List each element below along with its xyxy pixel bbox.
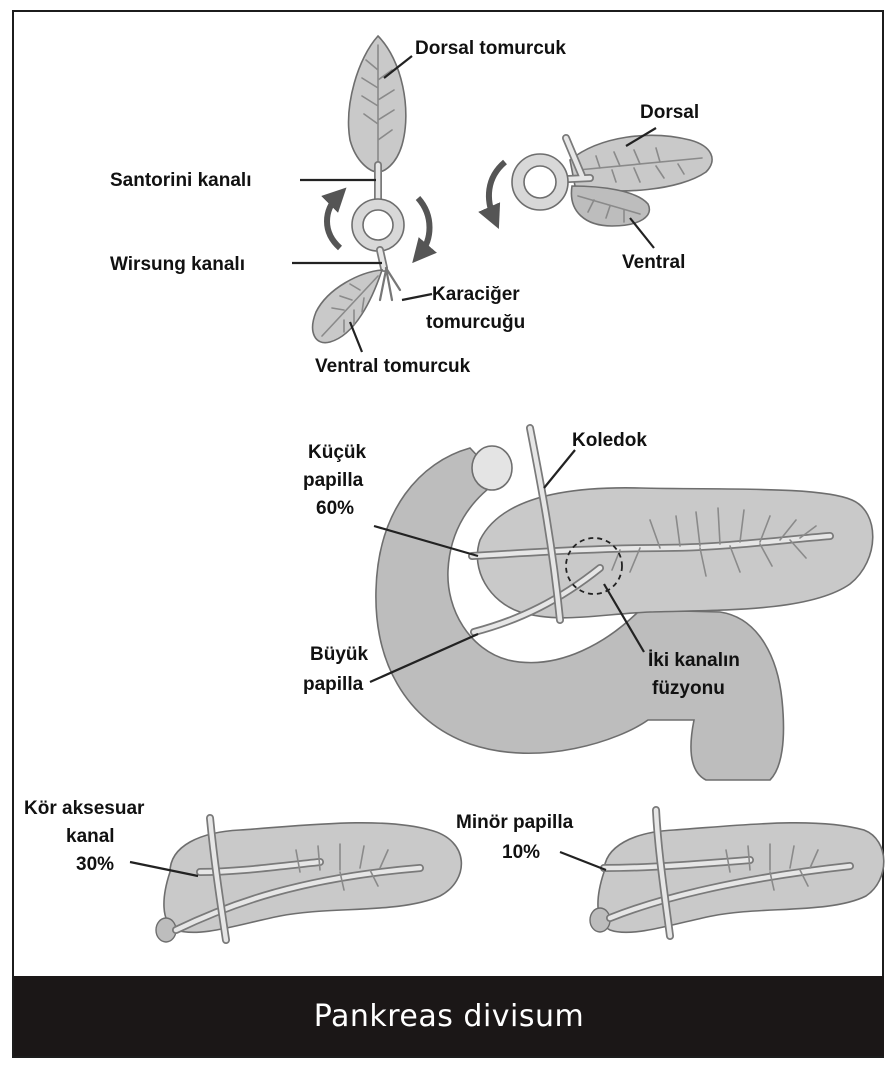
minor-papilla-illustration	[590, 810, 884, 936]
label-santorini-duct: Santorini kanalı	[110, 170, 251, 191]
label-blind-duct-line2: kanal	[66, 826, 115, 847]
title-banner: Pankreas divisum	[14, 976, 884, 1056]
label-major-papilla-line2: papilla	[303, 674, 364, 695]
label-blind-duct-pct: 30%	[76, 854, 114, 875]
label-rotated-ventral: Ventral	[622, 252, 685, 273]
label-wirsung-duct: Wirsung kanalı	[110, 254, 245, 275]
label-major-papilla-line1: Büyük	[310, 644, 369, 665]
main-pancreas-illustration	[376, 428, 873, 780]
rotated-dorsal-shape	[570, 135, 712, 190]
label-fusion-line2: füzyonu	[652, 678, 725, 699]
label-liver-bud-line2: tomurcuğu	[426, 312, 525, 333]
label-koledok: Koledok	[572, 430, 647, 451]
label-fusion-line1: İki kanalın	[648, 650, 740, 671]
label-minor-papilla-line2: papilla	[303, 470, 364, 491]
label-liver-bud-line1: Karaciğer	[432, 284, 520, 305]
ventral-bud-shape	[313, 270, 382, 343]
label-minor-papilla-pct: 60%	[316, 498, 354, 519]
rotated-buds-illustration	[489, 135, 712, 226]
label-minor-papilla-line1: Küçük	[308, 442, 367, 463]
label-minor-papilla-variant-pct: 10%	[502, 842, 540, 863]
figure-title: Pankreas divisum	[314, 999, 585, 1034]
label-minor-papilla-variant: Minör papilla	[456, 812, 574, 833]
label-blind-duct-line1: Kör aksesuar	[24, 798, 145, 819]
blind-accessory-duct-illustration	[156, 818, 461, 942]
label-ventral-bud: Ventral tomurcuk	[315, 356, 471, 377]
label-dorsal-bud: Dorsal tomurcuk	[415, 38, 566, 59]
embryo-buds-illustration	[313, 36, 430, 343]
label-rotated-dorsal: Dorsal	[640, 102, 699, 123]
